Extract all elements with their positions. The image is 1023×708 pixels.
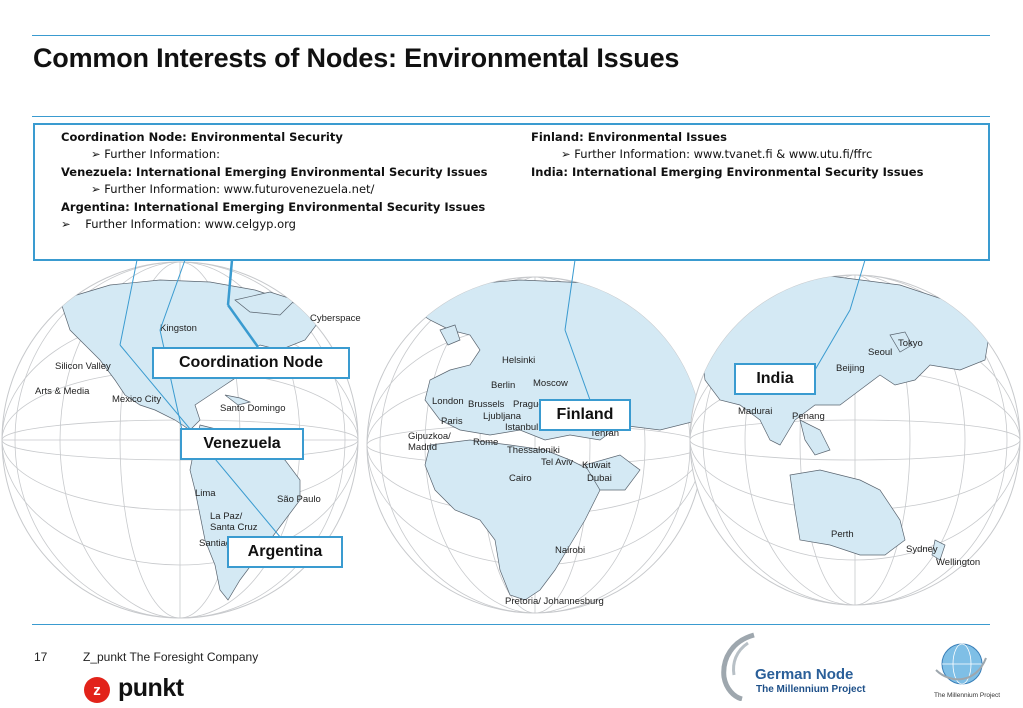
label-helsinki: Helsinki	[502, 355, 535, 366]
connector-india-2	[814, 309, 851, 371]
info-india-heading: India: International Emerging Environmen…	[531, 165, 924, 179]
label-sao-paulo: São Paulo	[277, 494, 321, 505]
europe-africa-labels: Helsinki Berlin Moscow London Brussels P…	[408, 355, 619, 607]
node-coordination: Coordination Node	[152, 347, 350, 379]
footer-rule	[32, 624, 990, 625]
label-wellington: Wellington	[936, 557, 980, 568]
zpunkt-logo-letter: z	[93, 682, 101, 699]
label-prague: Prague	[513, 399, 544, 410]
connector-lines	[119, 259, 866, 539]
label-la-paz: La Paz/	[210, 511, 243, 522]
label-mexico-city: Mexico City	[112, 394, 161, 405]
node-india: India	[734, 363, 816, 395]
connector-finland-1	[564, 259, 576, 331]
label-thessaloniki: Thessaloniki	[507, 445, 560, 456]
americas-labels: Cyberspace Kingston Silicon Valley Arts …	[35, 313, 361, 549]
footer-company: Z_punkt The Foresight Company	[83, 650, 259, 664]
title-top-rule	[32, 35, 990, 36]
info-finland-heading: Finland: Environmental Issues	[531, 130, 727, 144]
label-gipuzkoa: Gipuzkoa/	[408, 431, 451, 442]
info-finland-more: ➢ Further Information: www.tvanet.fi & w…	[561, 147, 872, 161]
info-venezuela-more: ➢ Further Information: www.futurovenezue…	[91, 182, 374, 196]
node-finland: Finland	[539, 399, 631, 431]
label-santo-domingo: Santo Domingo	[220, 403, 285, 414]
asia-pacific-labels: Tokyo Seoul Beijing Madurai Penang Perth…	[738, 338, 980, 568]
label-seoul: Seoul	[868, 347, 892, 358]
label-madrid: Madrid	[408, 442, 437, 453]
german-node-globe-icon	[721, 632, 755, 701]
bullet-arrow-icon: ➢	[91, 182, 101, 196]
connector-coordination-3	[226, 259, 234, 306]
label-penang: Penang	[792, 411, 825, 422]
label-dubai: Dubai	[587, 473, 612, 484]
info-venezuela-heading: Venezuela: International Emerging Enviro…	[61, 165, 488, 179]
label-paris: Paris	[441, 416, 463, 427]
node-venezuela: Venezuela	[180, 428, 304, 460]
info-argentina-more: ➢ Further Information: www.celgyp.org	[61, 217, 296, 231]
info-argentina-heading: Argentina: International Emerging Enviro…	[61, 200, 486, 214]
zpunkt-logo-icon: z	[84, 677, 110, 703]
label-kuwait: Kuwait	[582, 460, 611, 471]
info-coordination-heading: Coordination Node: Environmental Securit…	[61, 130, 343, 144]
label-istanbul: Istanbul	[505, 422, 538, 433]
info-venezuela-more-text: Further Information: www.futurovenezuela…	[104, 182, 375, 196]
label-madurai: Madurai	[738, 406, 772, 417]
connector-venezuela	[159, 329, 183, 431]
millennium-project-caption: The Millennium Project	[934, 692, 1001, 699]
label-rome: Rome	[473, 437, 498, 448]
german-node-subtitle: The Millennium Project	[756, 684, 866, 695]
label-moscow: Moscow	[533, 378, 568, 389]
label-arts-media: Arts & Media	[35, 386, 90, 397]
info-coordination-more-text: Further Information:	[104, 147, 220, 161]
label-london: London	[432, 396, 464, 407]
label-cairo: Cairo	[509, 473, 532, 484]
title-bottom-rule	[32, 116, 990, 117]
label-lima: Lima	[195, 488, 216, 499]
label-perth: Perth	[831, 529, 854, 540]
page-title: Common Interests of Nodes: Environmental…	[33, 43, 680, 73]
label-nairobi: Nairobi	[555, 545, 585, 556]
connector-coordination-1	[119, 259, 138, 346]
label-beijing: Beijing	[836, 363, 865, 374]
label-santiago: Santiago	[199, 538, 237, 549]
german-node-title: German Node	[755, 666, 854, 683]
globe-asia-pacific: Tokyo Seoul Beijing Madurai Penang Perth…	[689, 274, 1021, 606]
label-silicon-valley: Silicon Valley	[55, 361, 111, 372]
connector-coordination-2	[159, 259, 186, 331]
node-argentina: Argentina	[227, 536, 343, 568]
bullet-arrow-icon: ➢	[91, 147, 101, 161]
connector-finland-2	[564, 329, 591, 401]
connector-coordination-4	[226, 304, 260, 348]
info-coordination-more: ➢ Further Information:	[91, 147, 220, 161]
info-box: Coordination Node: Environmental Securit…	[33, 123, 990, 261]
zpunkt-logo-text: punkt	[118, 674, 184, 702]
label-santa-cruz: Santa Cruz	[210, 522, 258, 533]
page-number: 17	[34, 650, 48, 664]
label-tokyo: Tokyo	[898, 338, 923, 349]
bullet-arrow-icon: ➢	[61, 217, 71, 231]
label-brussels: Brussels	[468, 399, 505, 410]
info-finland-more-text: Further Information: www.tvanet.fi & www…	[574, 147, 873, 161]
label-cyberspace: Cyberspace	[310, 313, 361, 324]
label-berlin: Berlin	[491, 380, 515, 391]
info-argentina-more-text: Further Information: www.celgyp.org	[85, 217, 296, 231]
globe-europe-africa: Helsinki Berlin Moscow London Brussels P…	[366, 276, 704, 614]
connector-india-1	[849, 259, 866, 311]
label-tehran: Tehran	[590, 428, 619, 439]
millennium-project-globe-icon	[935, 643, 987, 685]
label-tel-aviv: Tel Aviv	[541, 457, 573, 468]
label-kingston: Kingston	[160, 323, 197, 334]
label-pretoria-johannesburg: Pretoria/ Johannesburg	[505, 596, 604, 607]
bullet-arrow-icon: ➢	[561, 147, 571, 161]
label-sydney: Sydney	[906, 544, 938, 555]
label-ljubljana: Ljubljana	[483, 411, 522, 422]
